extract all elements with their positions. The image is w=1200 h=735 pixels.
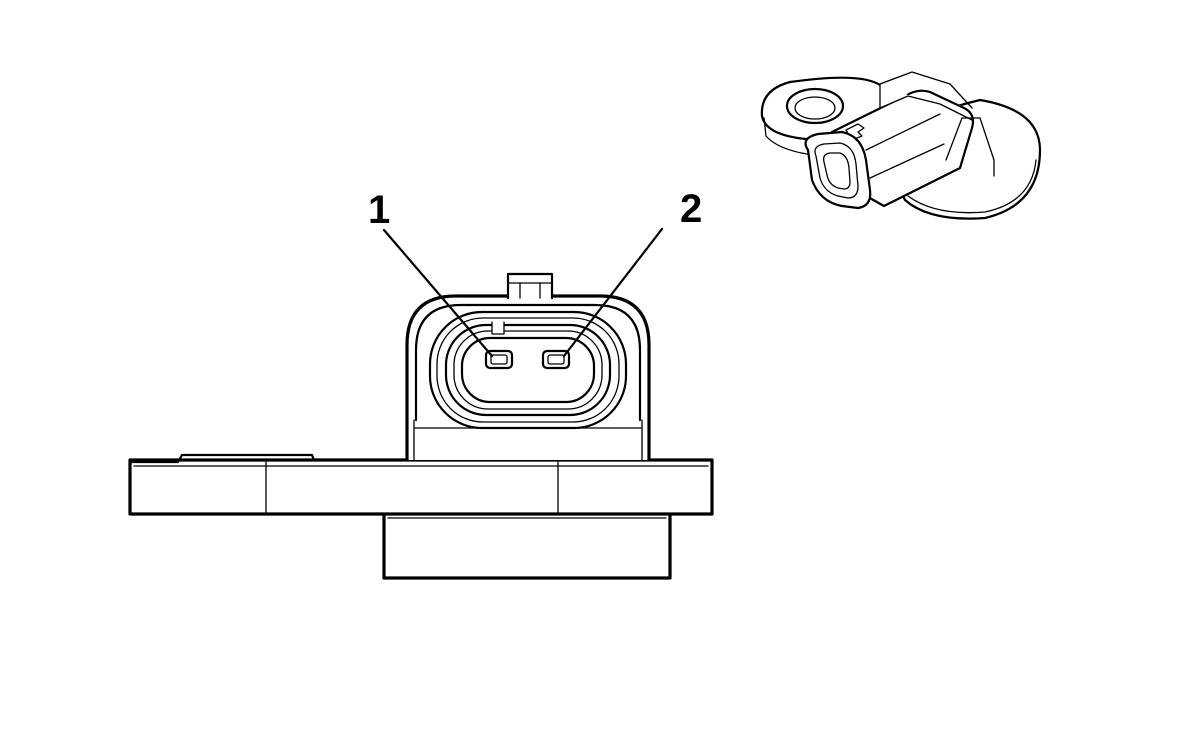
iso-connector-mouth-outer: [804, 130, 872, 210]
socket-ring-3: [444, 323, 612, 417]
iso-mount-hole: [785, 87, 845, 125]
iso-side-bracket: [945, 117, 995, 177]
sensor-body-lower: [382, 512, 672, 580]
iso-connector-top-ridge: [879, 71, 973, 109]
socket-ring-2: [436, 317, 620, 423]
socket-ring-1: [428, 310, 628, 430]
iso-body-seam: [865, 113, 941, 151]
leader-line-1: [382, 228, 494, 358]
mounting-flange: [128, 458, 714, 516]
iso-connector-mouth-inner: [814, 142, 859, 199]
iso-body-seam-2: [869, 143, 945, 179]
connector-housing-inner: [414, 303, 642, 422]
key-notch: [491, 321, 505, 335]
flange-top-edge: [128, 453, 316, 464]
socket-ring-4: [453, 330, 603, 410]
terminal-pin-1-inner: [490, 354, 508, 365]
pin-label-1: 1: [368, 188, 390, 232]
connector-housing-outer: [405, 294, 651, 462]
iso-connector-mouth-core: [822, 152, 851, 190]
socket-ring-5: [460, 336, 596, 404]
iso-connector-top: [879, 83, 973, 121]
iso-mount-hole-inner: [794, 96, 836, 120]
sensor-isometric-view: [760, 71, 1042, 220]
pin-label-2: 2: [680, 187, 702, 231]
iso-base-bottom-edge: [907, 159, 1037, 214]
latch-tab: [506, 272, 554, 300]
terminal-pin-2-inner: [547, 354, 565, 365]
leader-line-2: [562, 227, 664, 358]
connector-front-view: 1 2: [128, 187, 714, 580]
